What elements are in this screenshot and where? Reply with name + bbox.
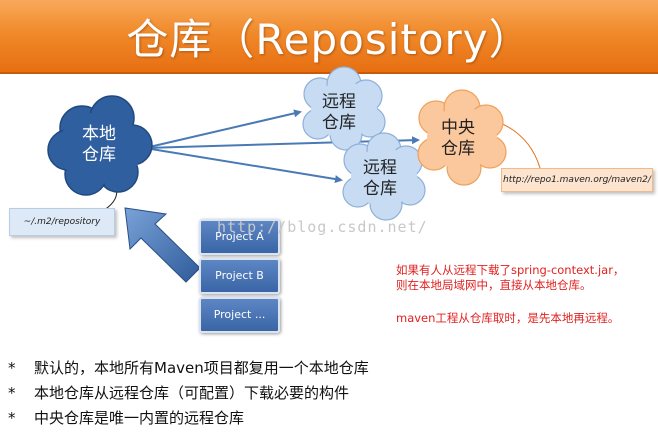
bullet-item: * 本地仓库从远程仓库（可配置）下载必要的构件: [8, 381, 648, 406]
page-title: 仓库（Repository）: [126, 15, 532, 64]
local-repository-cloud: [47, 95, 153, 196]
arrow-local-to-remote2: [144, 147, 343, 183]
bullet-text: 默认的，本地所有Maven项目都复用一个本地仓库: [34, 359, 369, 377]
bullet-marker: *: [8, 409, 16, 427]
local-label-line-1: 本地: [82, 124, 116, 144]
central-repository-cloud: [417, 89, 507, 186]
remote-repository-1-label: 远程 仓库: [303, 92, 375, 134]
central-url-callout: http://repo1.maven.org/maven2/: [501, 168, 653, 192]
remote2-label-line-1: 远程: [363, 158, 397, 178]
remote-repository-cloud-1: [302, 66, 386, 151]
remote1-label-line-1: 远程: [322, 92, 356, 112]
bullet-item: * 中央仓库是唯一内置的远程仓库: [8, 406, 648, 431]
remote-repository-cloud-2: [342, 132, 426, 221]
local-label-line-2: 仓库: [82, 145, 116, 165]
watermark-text: http://blog.csdn.net/: [217, 218, 428, 236]
note-line-1: 如果有人从远程下载了spring-context.jar，: [396, 263, 625, 277]
arrow-local-to-remote1: [144, 109, 302, 149]
local-repository-label: 本地 仓库: [64, 124, 134, 166]
note-line-2: 则在本地局域网中，直接从本地仓库。: [396, 278, 592, 292]
central-label-line-1: 中央: [441, 118, 475, 138]
remote1-label-line-2: 仓库: [322, 113, 356, 133]
project-b-box: Project B: [199, 258, 280, 294]
bullet-text: 本地仓库从远程仓库（可配置）下载必要的构件: [34, 384, 350, 402]
remote2-label-line-2: 仓库: [363, 179, 397, 199]
bullet-text: 中央仓库是唯一内置的远程仓库: [34, 409, 245, 427]
project-a-box: Project A: [199, 219, 280, 255]
bullet-item: * 默认的，本地所有Maven项目都复用一个本地仓库: [8, 356, 648, 381]
bullet-marker: *: [8, 359, 16, 377]
title-banner: 仓库（Repository）: [0, 0, 658, 74]
central-callout-pointer: [497, 121, 541, 169]
local-path-callout: ~/.m2/repository: [9, 208, 115, 236]
central-label-line-2: 仓库: [441, 139, 475, 159]
bullet-marker: *: [8, 384, 16, 402]
note-line-3: maven工程从仓库取时，是先本地再远程。: [396, 311, 620, 325]
remote-repository-2-label: 远程 仓库: [344, 158, 416, 200]
project-more-box: Project ...: [199, 297, 280, 333]
central-repository-label: 中央 仓库: [420, 118, 496, 160]
projects-to-local-arrow: [124, 207, 201, 283]
bullet-list: * 默认的，本地所有Maven项目都复用一个本地仓库 * 本地仓库从远程仓库（可配置…: [8, 356, 648, 431]
